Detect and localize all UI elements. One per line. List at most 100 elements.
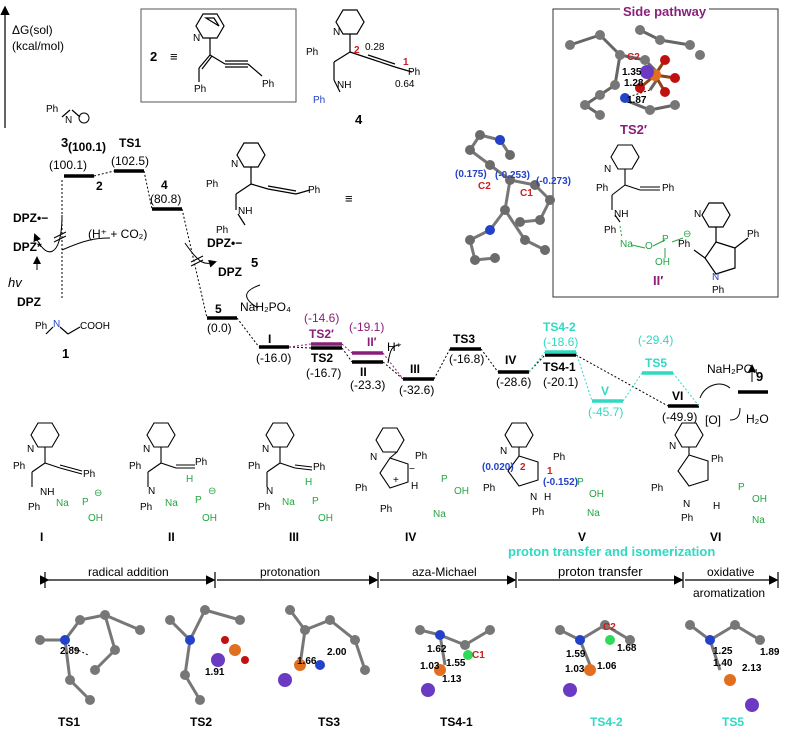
mol4-c2: 2 bbox=[354, 45, 360, 56]
int-ii-oh: OH bbox=[202, 513, 217, 524]
lvl-vi-name: VI bbox=[672, 389, 684, 403]
int-ii-nh: N bbox=[148, 486, 156, 497]
ts2-structure bbox=[165, 605, 249, 705]
ts1-structure bbox=[35, 610, 145, 705]
lvl-4-name: 4 bbox=[161, 178, 168, 192]
int-iii-ph1: Ph bbox=[248, 461, 261, 472]
lvl-5-name: 5 bbox=[215, 302, 222, 316]
species-1-drawing bbox=[45, 326, 81, 335]
ts5-d3: 2.13 bbox=[742, 663, 762, 674]
int-vi-oh: OH bbox=[752, 494, 767, 505]
mol5-c1: C1 bbox=[520, 188, 533, 199]
stage-radical-addition: radical addition bbox=[86, 565, 171, 579]
int-i-ph3: Ph bbox=[28, 502, 41, 513]
ts42-c2: C2 bbox=[603, 622, 616, 633]
int-v-na: Na bbox=[587, 508, 600, 519]
lvl-iii-name: III bbox=[410, 362, 421, 376]
axis-unit: (kcal/mol) bbox=[12, 39, 65, 53]
mol3-label: 3 bbox=[61, 135, 69, 150]
int-vi-label: VI bbox=[710, 530, 722, 544]
int-iv-label: IV bbox=[405, 530, 417, 544]
int-ii-ph3: Ph bbox=[140, 502, 153, 513]
dpz2-label: DPZ bbox=[218, 265, 242, 279]
dpz-radical2-label: DPZ•− bbox=[207, 236, 243, 250]
ts5-d4: 1.89 bbox=[760, 647, 780, 658]
mol1-label: 1 bbox=[62, 346, 70, 361]
int-iv-minus: − bbox=[409, 464, 415, 475]
axis-label: ΔG(sol) bbox=[12, 23, 53, 37]
ts42-d2: 1.03 bbox=[565, 664, 585, 675]
int-i-na: Na bbox=[56, 498, 69, 509]
side-d3: 1.87 bbox=[627, 95, 647, 106]
mol4-ph2: Ph bbox=[408, 67, 421, 78]
int-iii-na: Na bbox=[282, 497, 295, 508]
ts5-d2: 1.40 bbox=[713, 658, 733, 669]
legend-box bbox=[140, 8, 297, 103]
int-v-label: V bbox=[578, 530, 587, 544]
nah2po4-2-label: NaH₂PO₄ bbox=[707, 362, 758, 376]
h-co2-label: (H⁺ + CO₂) bbox=[88, 227, 148, 241]
lvl-5-value: (0.0) bbox=[207, 321, 232, 335]
ts41-d4: 1.13 bbox=[442, 674, 462, 685]
ts2-d1: 1.91 bbox=[205, 667, 225, 678]
int-iv-ph2: Ph bbox=[415, 451, 428, 462]
molecule-5-ballstick bbox=[465, 130, 555, 265]
int-ii-ph1: Ph bbox=[129, 461, 142, 472]
int-vi-n: N bbox=[669, 441, 677, 452]
mol3-ph: Ph bbox=[46, 104, 59, 115]
lvl-ts2p-value: (-14.6) bbox=[304, 311, 340, 325]
lvl-iii-value: (-32.6) bbox=[399, 383, 435, 397]
lvl-ts4-1-name: TS4-1 bbox=[543, 360, 576, 374]
stage-bar bbox=[39, 572, 779, 588]
mol5-ph3: Ph bbox=[216, 225, 229, 236]
mol5-equiv: ≡ bbox=[345, 191, 353, 206]
lvl-4-value: (80.8) bbox=[150, 192, 182, 206]
mol5-c2: C2 bbox=[478, 181, 491, 192]
mol9-n: N bbox=[694, 209, 702, 220]
lvl-ii-value: (-23.3) bbox=[350, 378, 386, 392]
ts4-1-structure bbox=[415, 625, 495, 697]
lvl-i-value: (-16.0) bbox=[256, 351, 292, 365]
int-i-oh: OH bbox=[88, 513, 103, 524]
ox-label: [O] bbox=[705, 413, 722, 427]
ts3-structure bbox=[278, 605, 370, 687]
energy-levels-side bbox=[311, 342, 383, 355]
int-iii-ph3: Ph bbox=[258, 502, 271, 513]
int-i-p: P bbox=[82, 497, 89, 508]
legend-ph2: Ph bbox=[262, 79, 275, 90]
mol9-ph3: Ph bbox=[712, 285, 725, 296]
side-oh: OH bbox=[655, 257, 670, 268]
ts4-2-structure bbox=[555, 620, 635, 697]
ts5-d1: 1.25 bbox=[713, 646, 733, 657]
lvl-ts4-2-value: (-18.6) bbox=[543, 335, 579, 349]
int-ii-p: P bbox=[195, 495, 202, 506]
int-i-ph1: Ph bbox=[13, 461, 26, 472]
int-v-ph2: Ph bbox=[553, 452, 566, 463]
lvl-2-name: 2 bbox=[96, 179, 103, 193]
stage-oxidative: oxidative bbox=[705, 565, 757, 579]
mol9-n2: N bbox=[712, 272, 720, 283]
ts2-label: TS2 bbox=[190, 715, 213, 729]
mol4-ph3: Ph bbox=[313, 95, 326, 106]
lvl-ts1-name: TS1 bbox=[119, 136, 142, 150]
mol9-ph2: Ph bbox=[747, 229, 760, 240]
mol1-cooh: COOH bbox=[80, 321, 110, 332]
int-v-oh: OH bbox=[589, 489, 604, 500]
int-v-h: H bbox=[544, 492, 552, 503]
hv-label: hv bbox=[8, 275, 22, 290]
side-ph1: Ph bbox=[596, 183, 609, 194]
lvl-ts2p-name: TS2′ bbox=[309, 327, 334, 341]
lvl-i-name: I bbox=[268, 332, 272, 346]
stage-protonation: protonation bbox=[258, 565, 323, 579]
mol5-ph2: Ph bbox=[308, 185, 321, 196]
mol4-nh: NH bbox=[337, 80, 352, 91]
ts3-label: TS3 bbox=[318, 715, 341, 729]
stage-aromatization: aromatization bbox=[691, 586, 768, 600]
mol1-ph: Ph bbox=[35, 321, 48, 332]
ts5-structure bbox=[685, 620, 765, 712]
int-v-ph1: Ph bbox=[483, 483, 496, 494]
ts41-d1: 1.62 bbox=[427, 644, 447, 655]
lvl-iip-value: (-19.1) bbox=[349, 320, 385, 334]
mol5-ph: Ph bbox=[206, 179, 219, 190]
lvl-ts4-1-value: (-20.1) bbox=[543, 375, 579, 389]
